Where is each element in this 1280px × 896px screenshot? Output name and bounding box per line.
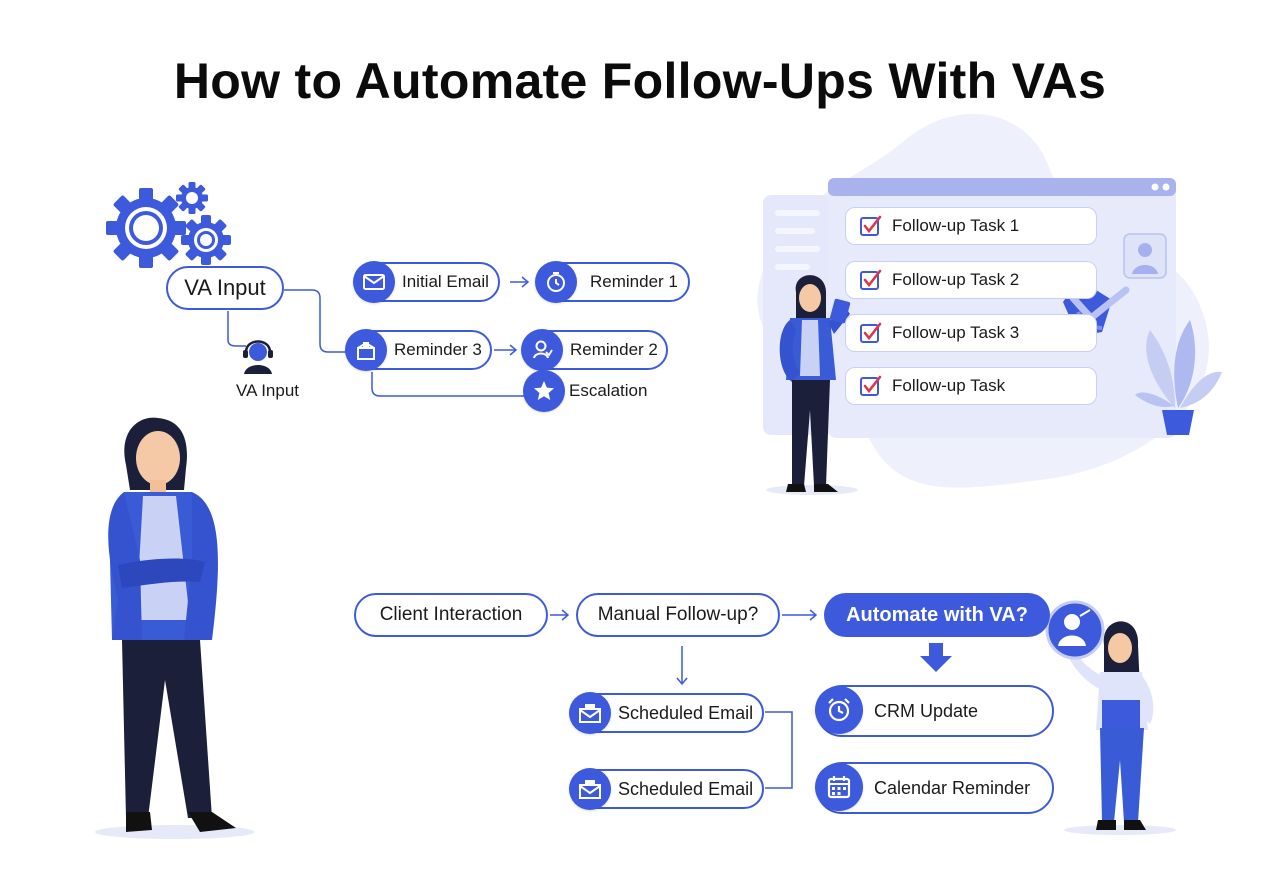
envelope-icon <box>353 261 395 303</box>
alarm-clock-icon <box>815 686 863 734</box>
clock-icon <box>535 261 577 303</box>
crm-update-label: CRM Update <box>874 700 979 721</box>
reminder-2-label: Reminder 2 <box>570 340 658 359</box>
reminder-1-label: Reminder 1 <box>590 272 678 291</box>
escalation-label: Escalation <box>569 381 648 400</box>
task-item-2: Follow-up Task 2 <box>845 261 1097 299</box>
mailbox-icon <box>569 692 611 734</box>
mailbox-icon <box>569 768 611 810</box>
top-flow-connectors <box>227 276 530 397</box>
task-item-4: Follow-up Task <box>845 367 1097 405</box>
task-label: Follow-up Task 2 <box>892 270 1020 289</box>
user-icon <box>521 329 563 371</box>
client-interaction-label: Client Interaction <box>379 604 523 625</box>
bottom-flow-connectors <box>550 609 818 789</box>
automate-with-va-label: Automate with VA? <box>846 603 1028 626</box>
check-icon <box>860 375 882 396</box>
va-input-icon-label: VA Input <box>236 381 300 400</box>
task-label: Follow-up Task <box>892 376 1006 395</box>
gears-icon <box>106 182 231 268</box>
va-input-box-label: VA Input <box>184 275 266 300</box>
calendar-reminder-node: Calendar Reminder <box>816 762 1054 814</box>
reminder-3-label: Reminder 3 <box>394 340 482 359</box>
va-input-box: VA Input <box>166 266 284 310</box>
check-icon <box>860 269 882 290</box>
mailbox-icon <box>345 329 387 371</box>
manual-followup-node: Manual Follow-up? <box>576 593 780 637</box>
scheduled-email-label-2: Scheduled Email <box>618 778 754 799</box>
check-icon <box>860 322 882 343</box>
woman-with-tablet-illustration <box>766 275 858 495</box>
plant-icon <box>1135 320 1222 435</box>
down-arrow-icon <box>920 643 952 672</box>
woman-arms-crossed-illustration <box>95 417 255 839</box>
scheduled-email-label-1: Scheduled Email <box>618 702 754 723</box>
task-label: Follow-up Task 3 <box>892 323 1020 342</box>
calendar-reminder-label: Calendar Reminder <box>874 777 1031 798</box>
client-interaction-node: Client Interaction <box>354 593 548 637</box>
automate-with-va-node: Automate with VA? <box>824 593 1050 637</box>
star-icon <box>523 370 565 412</box>
headset-user-icon <box>243 340 273 374</box>
task-item-1: Follow-up Task 1 <box>845 207 1097 245</box>
task-item-3: Follow-up Task 3 <box>845 314 1097 352</box>
user-badge-icon <box>1045 600 1105 660</box>
task-label: Follow-up Task 1 <box>892 216 1020 235</box>
check-icon <box>860 215 882 236</box>
page-title: How to Automate Follow-Ups With VAs <box>173 53 1107 109</box>
initial-email-label: Initial Email <box>402 272 489 291</box>
manual-followup-label: Manual Follow-up? <box>597 604 759 625</box>
calendar-icon <box>815 763 863 811</box>
